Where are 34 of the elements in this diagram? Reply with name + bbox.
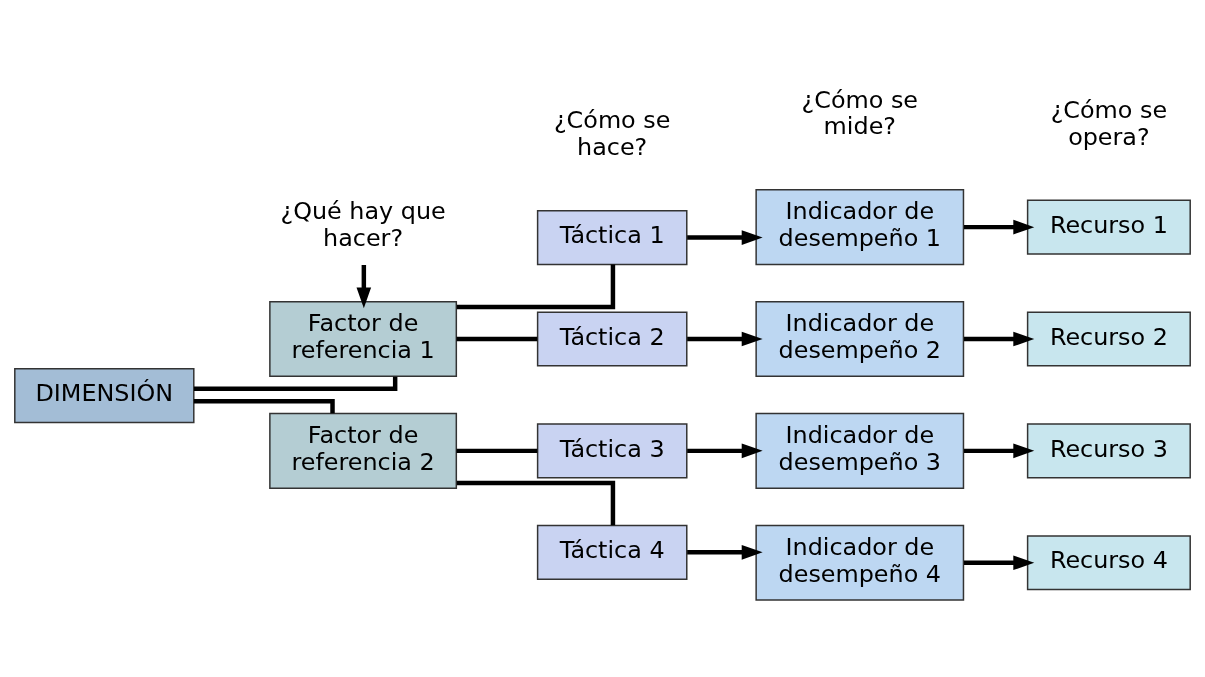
- node-box: Táctica 4: [536, 524, 688, 580]
- connector: [456, 448, 538, 453]
- label: ¿Cómo se opera?: [1050, 95, 1168, 151]
- arrow: [687, 331, 763, 346]
- arrow: [356, 264, 372, 308]
- arrow: [964, 331, 1035, 346]
- arrow: [687, 229, 763, 245]
- node-box: Recurso 4: [1026, 534, 1191, 590]
- node-box: Táctica 2: [536, 310, 688, 367]
- connector: [456, 480, 616, 525]
- node-box: Recurso 2: [1026, 310, 1191, 367]
- node-box: DIMENSIÓN: [14, 367, 195, 423]
- node-box: Indicador de desempeño 2: [755, 300, 965, 377]
- node-box: Indicador de desempeño 3: [755, 412, 965, 489]
- label: ¿Cómo se hace?: [553, 105, 671, 161]
- connector: [193, 376, 398, 391]
- node-box: Táctica 3: [536, 422, 688, 478]
- node-box: Factor de referencia 2: [269, 412, 458, 489]
- arrow: [687, 443, 763, 458]
- connector: [456, 336, 538, 341]
- connector: [193, 398, 335, 413]
- arrow: [687, 544, 763, 560]
- node-box: Indicador de desempeño 1: [755, 188, 965, 265]
- label: ¿Cómo se mide?: [801, 85, 919, 140]
- node-box: Factor de referencia 1: [269, 300, 458, 377]
- connector: [456, 264, 616, 309]
- node-box: Indicador de desempeño 4: [755, 524, 965, 601]
- node-box: Recurso 3: [1026, 422, 1191, 478]
- node-text: ¿Qué hay que hacer?: [280, 196, 446, 252]
- arrow: [964, 443, 1035, 458]
- node-box: Recurso 1: [1026, 199, 1191, 255]
- node-box: Táctica 1: [536, 209, 688, 265]
- arrow: [964, 219, 1035, 234]
- arrow: [964, 554, 1035, 570]
